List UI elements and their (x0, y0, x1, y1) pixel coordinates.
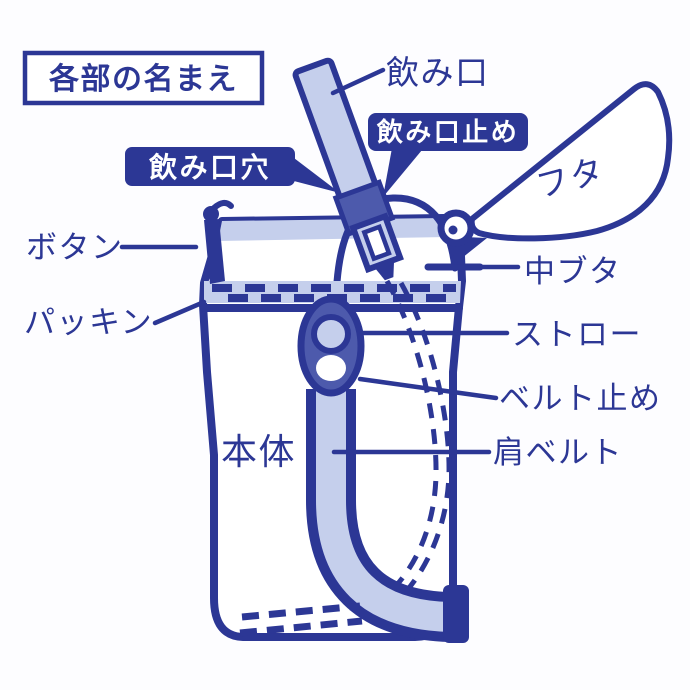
label-spout-hole: 飲み口穴 (149, 151, 271, 184)
lid-hinge (437, 209, 487, 262)
belt-end-cap (443, 585, 469, 643)
push-button (203, 200, 234, 284)
label-drinking-spout: 飲み口 (386, 53, 490, 92)
title-box: 各部の名まえ (22, 50, 265, 106)
belt-stopper (297, 295, 365, 397)
shoulder-belt (306, 389, 469, 643)
label-inner-lid: 中ブタ (524, 254, 622, 290)
pointer-gasket (152, 299, 207, 326)
label-straw: ストロー (512, 317, 642, 353)
label-spout-stopper: 飲み口止め (376, 117, 520, 148)
label-belt-stopper: ベルト止め (499, 381, 662, 417)
bottle-bottom-dashed-lines (239, 602, 363, 637)
lid-open-crescent (468, 81, 673, 242)
label-gasket: パッキン (24, 305, 153, 341)
pointer-belt-stopper (357, 376, 499, 401)
spout-stopper-callout: 飲み口止め (368, 113, 528, 197)
label-button: ボタン (26, 230, 124, 266)
spout-hole-callout: 飲み口穴 (125, 147, 340, 193)
lid-top-band (218, 218, 448, 241)
pointer-drinking-spout (330, 67, 386, 96)
drinking-spout (292, 57, 404, 281)
label-main-body: 本体 (221, 432, 296, 473)
label-shoulder-belt: 肩ベルト (493, 435, 623, 471)
diagram-title: 各部の名まえ (48, 62, 238, 97)
